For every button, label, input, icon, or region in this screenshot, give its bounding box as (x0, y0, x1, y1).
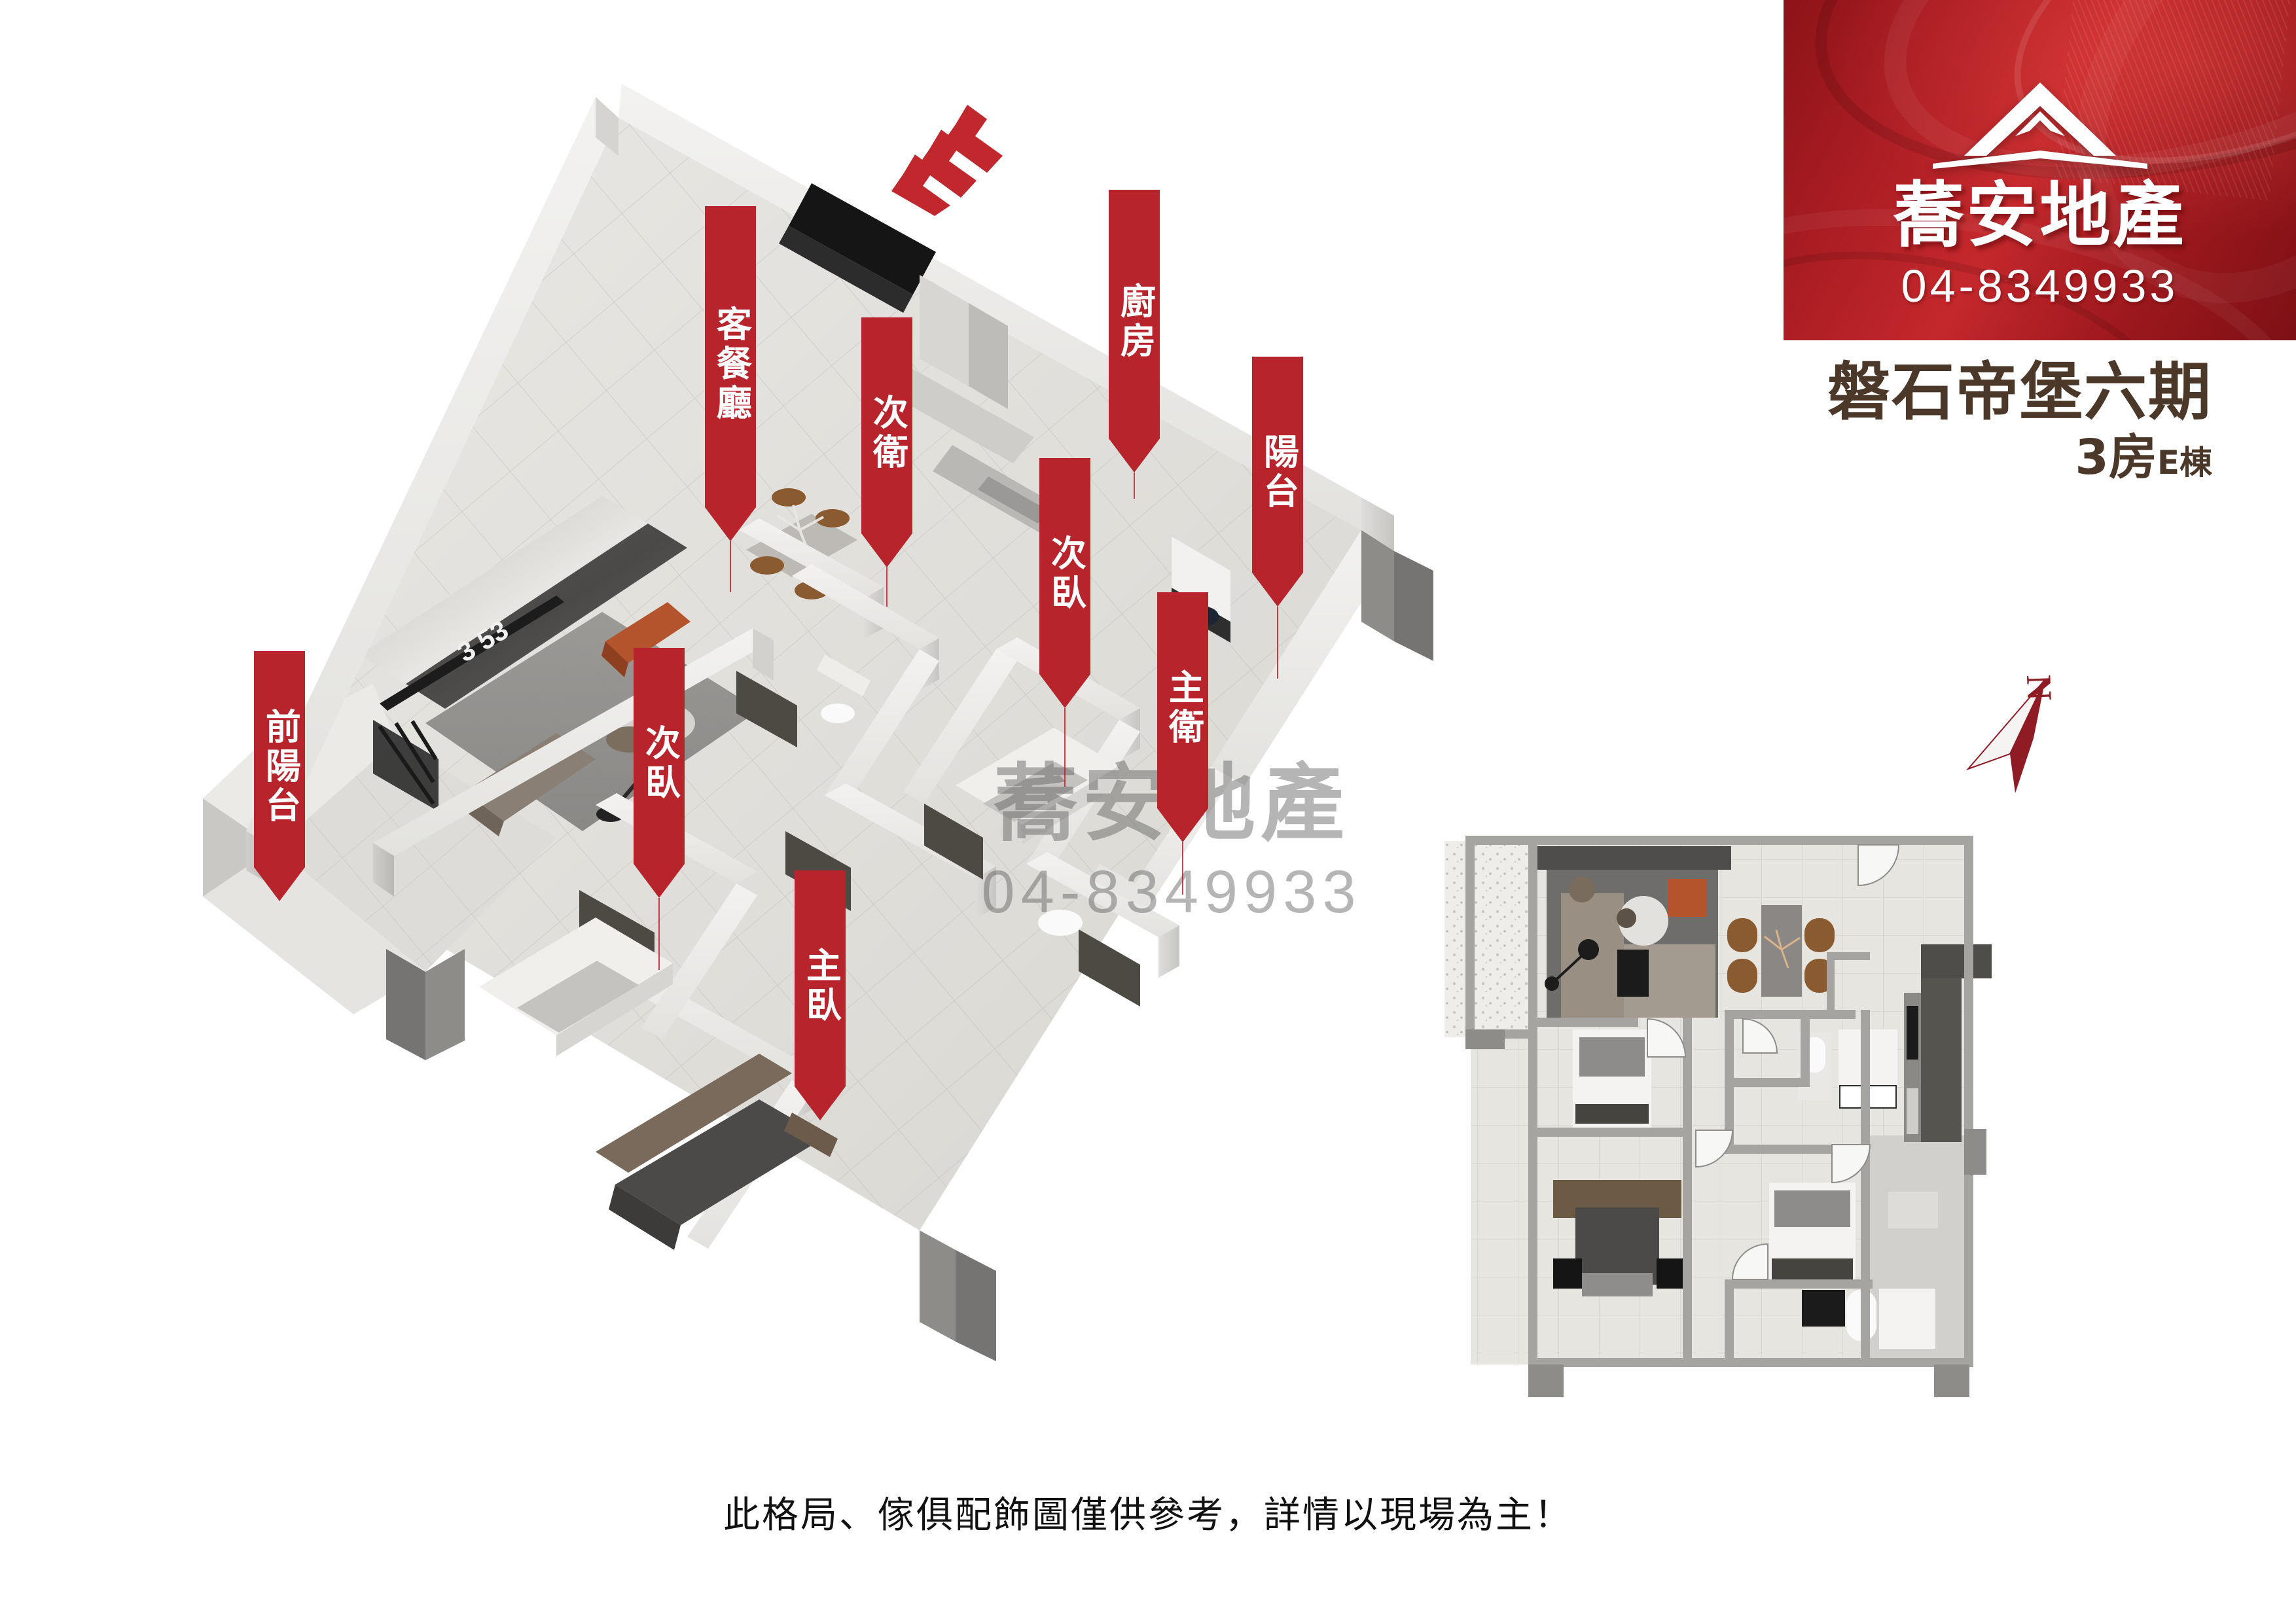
logo-brand-name: 蕎安地產 (1893, 175, 2187, 257)
marker-tip-icon (1157, 808, 1208, 842)
unit-room-count: 3房 (2075, 429, 2157, 486)
marker-pin (730, 541, 731, 592)
company-logo-panel: 蕎安地產 04-8349933 (1784, 0, 2296, 340)
room-marker-living-dining[interactable]: 客餐廳 (705, 206, 756, 592)
north-arrow-icon: N (1947, 654, 2098, 798)
room-marker-label: 主衛 (1162, 669, 1204, 747)
room-marker-bedroom-2[interactable]: 次臥 (634, 648, 685, 970)
logo-phone-number: 04-8349933 (1901, 260, 2179, 312)
roof-mountain-icon (1932, 82, 2147, 169)
compass-north-label: N (2019, 674, 2059, 701)
room-marker-label: 次衛 (867, 394, 908, 473)
marker-tip-icon (1252, 573, 1303, 607)
marker-pin (1064, 708, 1066, 787)
tv-feature-wall: 3 53 (360, 496, 687, 711)
room-marker-label: 次臥 (639, 724, 681, 803)
bedroom3-bed (956, 728, 1119, 844)
marker-pin (1277, 607, 1278, 679)
unit-building-code: E棟 (2157, 443, 2212, 482)
title-block: 磐石帝堡六期 3房 E棟 (1676, 355, 2212, 482)
unit-subtitle: 3房 E棟 (1676, 433, 2212, 482)
mini-plan-svg (1444, 836, 1992, 1397)
marker-tip-icon (861, 533, 912, 567)
marker-pin (1134, 473, 1135, 499)
room-marker-kitchen[interactable]: 廚房 (1109, 190, 1160, 499)
marker-pin (886, 567, 888, 607)
room-marker-guest-bath[interactable]: 次衛 (861, 317, 912, 607)
page-title: 磐石帝堡六期 (1827, 355, 2212, 429)
room-marker-master-bed[interactable]: 主臥 (795, 870, 846, 1120)
master-bath-fixtures (1038, 864, 1144, 936)
marker-tip-icon (705, 507, 756, 541)
bedroom2-bed (479, 918, 673, 1056)
mini-2d-floorplan (1437, 821, 2072, 1410)
marker-tip-icon (1039, 674, 1090, 708)
room-marker-label: 主臥 (800, 947, 842, 1026)
room-marker-bedroom-3[interactable]: 次臥 (1039, 458, 1090, 787)
marker-pin (658, 898, 660, 970)
room-marker-front-balcony[interactable]: 前陽台 (254, 651, 305, 901)
room-marker-label: 前陽台 (259, 708, 301, 826)
isometric-svg: 3 53 (203, 84, 1433, 1361)
room-marker-label: 客餐廳 (710, 306, 752, 423)
room-marker-label: 廚房 (1114, 283, 1156, 361)
marker-tip-icon (1109, 438, 1160, 473)
entry-chevrons-icon (890, 105, 1034, 216)
marker-tip-icon (634, 864, 685, 898)
marker-tip-icon (795, 1086, 846, 1120)
room-marker-label: 次臥 (1045, 535, 1086, 613)
room-marker-balcony[interactable]: 陽台 (1252, 357, 1303, 679)
room-marker-label: 陽台 (1257, 433, 1299, 512)
disclaimer-text: 此格局、傢俱配飾圖僅供參考，詳情以現場為主！ (723, 1494, 1573, 1537)
room-marker-master-bath[interactable]: 主衛 (1157, 592, 1208, 895)
master-bed-furniture (596, 1054, 838, 1250)
isometric-floorplan-render: 3 53 (98, 79, 1492, 1394)
guest-bath-fixtures (817, 654, 870, 723)
marker-tip-icon (254, 867, 305, 901)
marker-pin (1182, 842, 1183, 895)
